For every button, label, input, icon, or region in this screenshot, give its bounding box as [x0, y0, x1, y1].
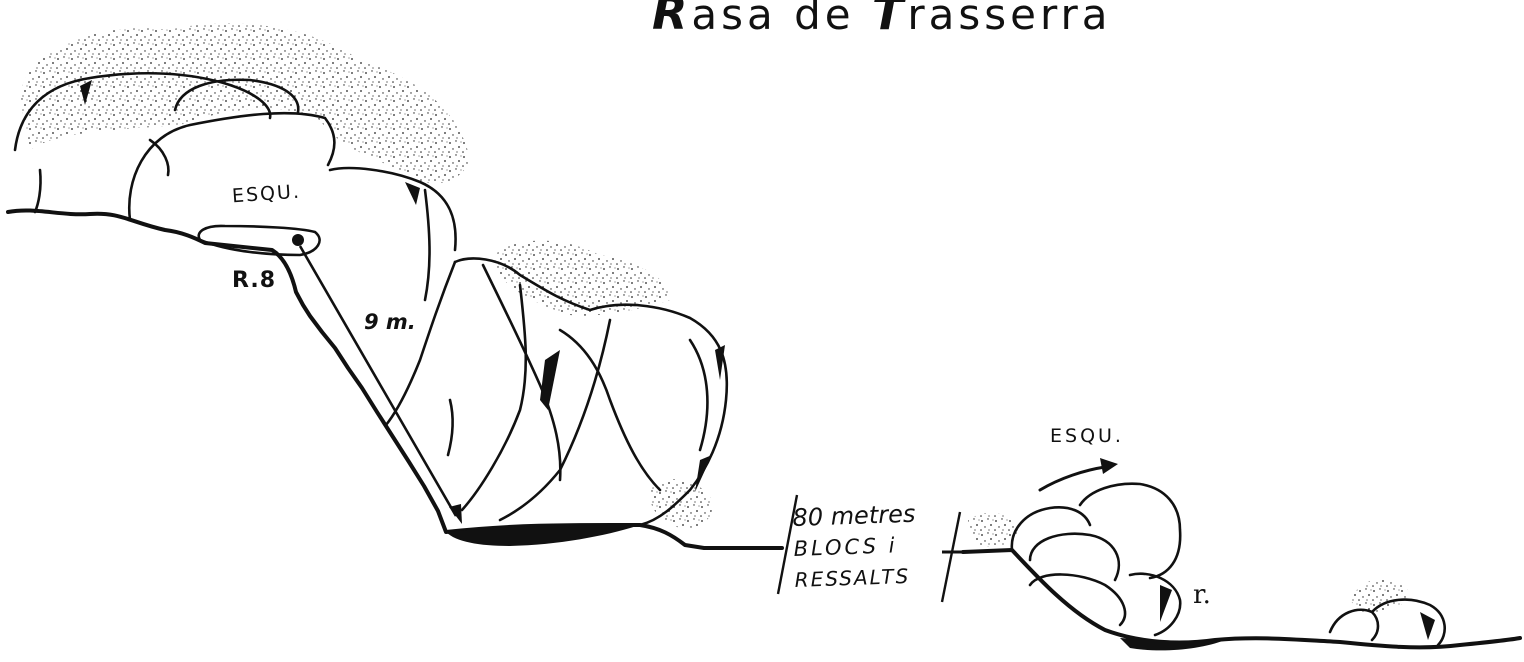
rappel-anchor	[292, 234, 304, 246]
pool-shading	[446, 525, 640, 546]
rock-shadow	[540, 350, 560, 410]
direction-arrow	[1038, 465, 1107, 492]
upper-boulders	[13, 71, 457, 302]
rock-shadow	[405, 182, 420, 205]
rock-shadow	[715, 345, 725, 380]
rock-shadow	[80, 80, 92, 105]
section-note: 80 metres BLOCS i RESSALTS	[792, 499, 918, 596]
note-bracket-left	[776, 494, 799, 595]
label-esquerra-bottom: ESQU.	[1050, 425, 1124, 447]
note-line-1: 80 metres	[792, 499, 916, 532]
title-cap-t: T	[871, 0, 908, 40]
lower-boulders	[1010, 482, 1446, 647]
note-line-2: BLOCS i	[793, 533, 898, 561]
rock-shadow	[695, 455, 712, 492]
rock-shadow	[1160, 585, 1172, 622]
direction-arrowhead	[1100, 458, 1118, 474]
label-small-rappel: r.	[1193, 580, 1211, 610]
vegetation-texture	[20, 23, 1410, 613]
label-rappel-r8: R.8	[232, 268, 277, 293]
middle-boulders	[384, 257, 729, 527]
title-word-2: rasserra	[907, 0, 1112, 39]
pool-shading-lower	[1120, 638, 1225, 651]
title-word-1: asa	[691, 0, 777, 39]
label-rope-length: 9 m.	[364, 310, 416, 334]
title-cap-r: R	[652, 0, 692, 40]
canyon-profile-lower	[961, 548, 1522, 650]
note-line-3: RESSALTS	[794, 563, 911, 592]
canyon-profile	[6, 208, 784, 550]
rock-shadow	[1420, 612, 1435, 640]
diagram-title: Rasa de Trasserra	[652, 0, 1112, 40]
rappel-rope	[298, 245, 458, 517]
rope-arrowhead	[449, 504, 462, 524]
note-bracket-right	[940, 511, 962, 603]
title-word-de: de	[776, 0, 872, 39]
